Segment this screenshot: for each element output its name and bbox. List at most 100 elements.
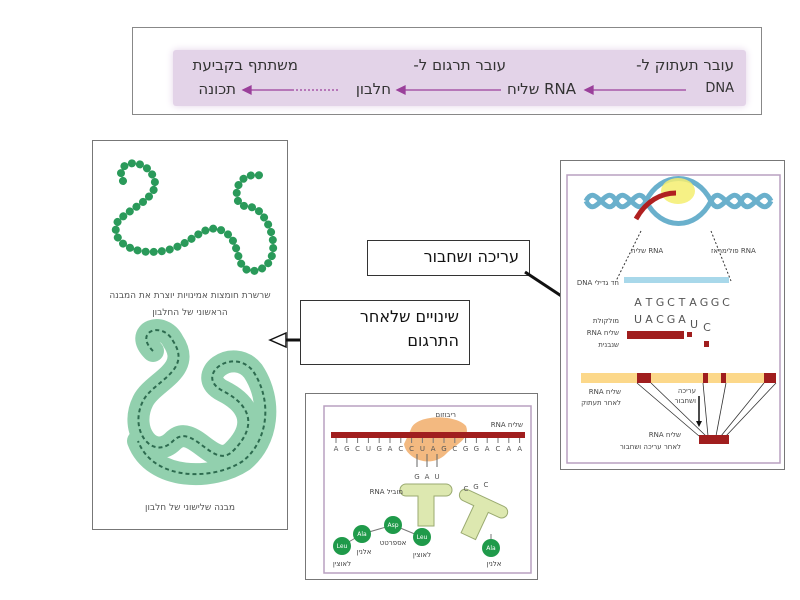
ribosome-label: ריבוזום [436, 411, 456, 419]
anticodon-1: G A U [414, 473, 439, 481]
mrna-base: A [506, 445, 511, 453]
mrna-base: A [388, 445, 393, 453]
svg-text:ושחבור: ושחבור [675, 397, 696, 405]
svg-text:לאוצין: לאוצין [333, 560, 351, 568]
dna-bases: A T G C T A G G C [634, 296, 730, 309]
mrna-base: C [496, 445, 501, 453]
dna-label: DNA [705, 81, 734, 96]
mrna-base: G [463, 445, 468, 453]
svg-text:U: U [634, 313, 642, 326]
participates-label: משתתף בקביעת [192, 56, 298, 74]
mrna-forming [633, 190, 677, 221]
svg-text:Leu: Leu [337, 543, 348, 550]
amino-acid-bead [384, 516, 402, 534]
primary-structure-caption-1: שרשרת חומצות אמינויות יוצרת את המבנה [109, 291, 271, 301]
protein-label: חלבון [355, 80, 391, 98]
mrna-base: A [517, 445, 522, 453]
svg-text:RNA שליח: RNA שליח [587, 329, 619, 337]
svg-text:G: G [711, 296, 720, 309]
svg-text:A: A [645, 313, 653, 326]
mrna-base: A [334, 445, 339, 453]
svg-text:T: T [645, 296, 653, 309]
rna-polymerase [661, 178, 695, 204]
svg-text:RNA שליח: RNA שליח [589, 388, 621, 396]
svg-text:A: A [425, 473, 430, 481]
svg-text:לאחר עריכה ושחבור: לאחר עריכה ושחבור [620, 443, 681, 451]
primary-structure-caption-2: הראשוני של החלבון [152, 308, 228, 318]
splicing-callout: עריכה ושחבור [367, 240, 530, 276]
amino-acid-bead [353, 525, 371, 543]
svg-text:עריכה: עריכה [678, 387, 696, 395]
svg-text:U: U [690, 318, 698, 331]
svg-text:U: U [434, 473, 439, 481]
tertiary-protein-image [127, 319, 277, 486]
trait-label: תכונה [198, 80, 236, 98]
pre-mrna-bar [581, 373, 776, 383]
polymerase-label: RNA פולימראז [711, 247, 756, 255]
mrna-base: A [431, 445, 436, 453]
svg-text:C: C [464, 485, 469, 493]
trna-2 [458, 488, 509, 541]
transcribed-label: עובר תעתוק ל- [636, 56, 734, 74]
mrna-base: C [355, 445, 360, 453]
translated-label: עובר תרגום ל- [413, 56, 506, 74]
svg-text:A: A [689, 296, 697, 309]
anticodon-2: C G C [464, 481, 489, 493]
svg-text:Asp: Asp [387, 522, 398, 529]
svg-text:אלנין: אלנין [487, 560, 502, 568]
single-strand-dna [624, 277, 729, 283]
mrna-label: RNA שליח [507, 80, 576, 98]
transcription-diagram: RNA שליח RNA פולימראז DNA חד גדילי A T G… [566, 174, 781, 464]
svg-text:לאוצין: לאוצין [413, 551, 431, 559]
flow-arrows [241, 84, 686, 96]
svg-text:C: C [703, 321, 711, 334]
mrna-label: RNA שליח [491, 421, 523, 429]
amino-acid-bead [333, 537, 351, 555]
mrna-label: RNA שליח [631, 247, 663, 255]
svg-text:G: G [414, 473, 419, 481]
svg-text:לאחר תעתוק: לאחר תעתוק [581, 399, 621, 407]
mrna-base: A [485, 445, 490, 453]
svg-text:G: G [473, 483, 478, 491]
mrna-base: C [409, 445, 414, 453]
amino-acid-chain-image [111, 159, 278, 486]
flow-band: עובר תעתוק ל- עובר תרגום ל- משתתף בקביעת… [173, 50, 746, 106]
mrna-base: G [474, 445, 479, 453]
svg-text:G: G [656, 296, 665, 309]
tertiary-structure-caption: מבנה שלישוני של חלבון [145, 503, 235, 513]
svg-text:מולקולת: מולקולת [593, 317, 619, 325]
bead-chain [111, 159, 278, 276]
ribosome [404, 417, 467, 462]
svg-text:אספרטט: אספרטט [380, 539, 407, 547]
svg-text:RNA שליח: RNA שליח [649, 431, 681, 439]
svg-text:C: C [656, 313, 664, 326]
svg-text:Ala: Ala [486, 545, 496, 552]
mrna-base: G [441, 445, 446, 453]
svg-text:אלנין: אלנין [357, 548, 372, 556]
mrna-base: U [420, 445, 425, 453]
trna-label: RNA מוביל [370, 488, 404, 496]
dna-double-helix [583, 176, 774, 226]
gene-expression-flow-box: עובר תעתוק ל- עובר תרגום ל- משתתף בקביעת… [132, 27, 762, 115]
free-amino-acid [482, 539, 500, 557]
protein-structure-panel: שרשרת חומצות אמינויות יוצרת את המבנה הרא… [92, 140, 288, 530]
mrna-strand [331, 432, 525, 438]
svg-text:A: A [678, 313, 686, 326]
svg-text:G: G [667, 313, 676, 326]
svg-text:Ala: Ala [357, 531, 367, 538]
svg-text:T: T [678, 296, 686, 309]
trna-1 [399, 483, 453, 527]
mrna-base: U [366, 445, 371, 453]
svg-text:שנבנית: שנבנית [598, 341, 619, 349]
svg-text:C: C [667, 296, 675, 309]
svg-text:Leu: Leu [417, 534, 428, 541]
svg-text:C: C [484, 481, 489, 489]
amino-acid-bead [413, 528, 431, 546]
rna-bases: U A C G A U C [634, 313, 711, 334]
forming-label: מולקולת RNA שליח שנבנית [587, 317, 619, 349]
mrna-base: C [452, 445, 457, 453]
forming-mrna-bar [627, 331, 684, 339]
